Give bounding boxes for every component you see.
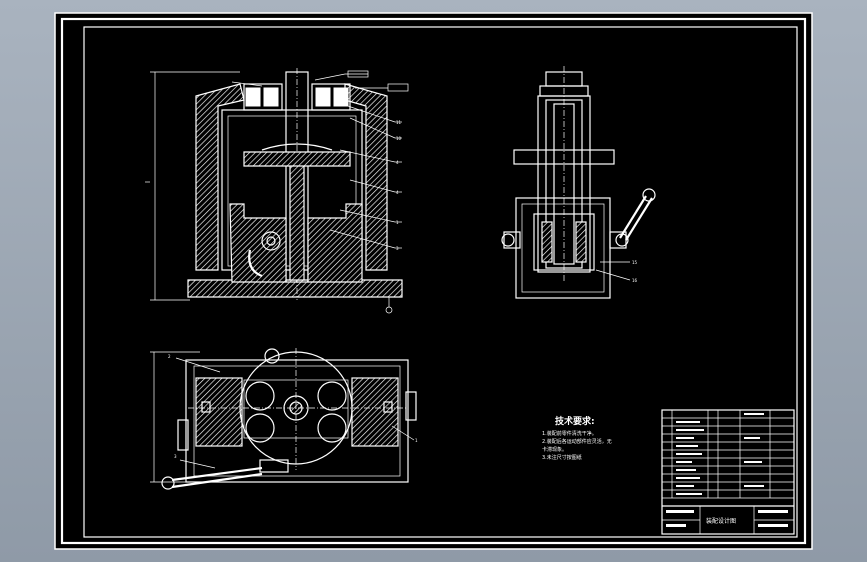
outer-border	[60, 17, 807, 545]
side-view: 15 16	[501, 66, 656, 299]
svg-text:15: 15	[632, 260, 638, 265]
svg-text:1: 1	[415, 438, 418, 443]
tech-note-4: 3.未注尺寸按图纸	[542, 454, 582, 461]
tech-req-title: 技术要求:	[555, 415, 595, 427]
tech-note-1: 1.装配前零件清洗干净。	[542, 430, 597, 437]
svg-text:4: 4	[396, 160, 399, 165]
svg-text:11: 11	[396, 120, 402, 125]
technical-requirements: 技术要求: 1.装配前零件清洗干净。 2.装配后各运动部件应灵活，无 卡滞现象。…	[542, 415, 612, 461]
svg-text:3: 3	[174, 454, 177, 459]
drawing-name: 装配设计图	[706, 517, 736, 525]
top-view: 2 3 1	[150, 348, 418, 490]
title-block: 装配设计图	[661, 409, 795, 535]
inner-border	[83, 26, 798, 538]
tech-note-3: 卡滞现象。	[542, 446, 567, 453]
tech-note-2: 2.装配后各运动部件应灵活，无	[542, 438, 612, 445]
svg-text:2: 2	[168, 354, 171, 359]
svg-text:4: 4	[396, 190, 399, 195]
front-section-view: 11 10 4 4 1 3	[145, 68, 409, 314]
svg-text:10: 10	[396, 136, 402, 141]
svg-text:1: 1	[396, 220, 399, 225]
svg-text:16: 16	[632, 278, 638, 283]
drawing-sheet	[54, 12, 813, 550]
svg-text:3: 3	[396, 246, 399, 251]
